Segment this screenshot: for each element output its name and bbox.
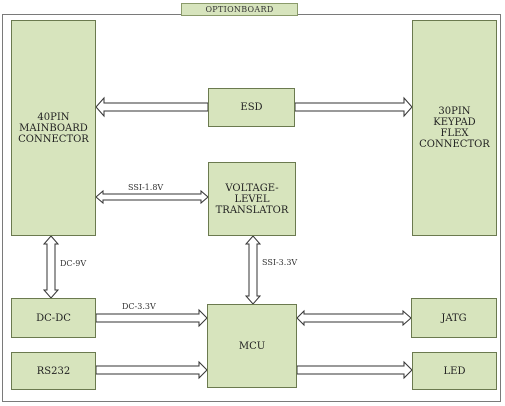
arrow-esd-keypad (294, 96, 413, 118)
arrow-mainboard-translator (95, 189, 209, 205)
arrow-mainboard-esd (95, 96, 209, 118)
arrow-dcdc-mcu (95, 308, 208, 328)
esd-block: ESD (208, 88, 295, 127)
arrow-rs232-mcu (95, 360, 208, 380)
led-block: LED (412, 352, 497, 390)
arrow-mcu-led (296, 360, 413, 380)
arrow-mcu-jatg (296, 309, 412, 327)
jatg-block: JATG (411, 298, 497, 338)
mainboard-connector-block: 40PIN MAINBOARD CONNECTOR (11, 20, 96, 236)
dcdc-block: DC-DC (11, 298, 96, 338)
label-ssi-3-3v: SSI-3.3V (262, 258, 298, 267)
diagram-title: OPTIONBOARD (181, 3, 298, 16)
rs232-block: RS232 (11, 352, 96, 390)
arrow-mainboard-dcdc (42, 235, 60, 299)
label-dc-9v: DC-9V (60, 259, 87, 268)
arrow-translator-mcu (244, 235, 262, 305)
mcu-block: MCU (207, 304, 297, 388)
voltage-level-translator-block: VOLTAGE- LEVEL TRANSLATOR (208, 162, 296, 236)
label-ssi-1-8v: SSI-1.8V (128, 183, 164, 192)
keypad-connector-block: 30PIN KEYPAD FLEX CONNECTOR (412, 20, 497, 236)
label-dc-3-3v: DC-3.3V (122, 302, 156, 311)
